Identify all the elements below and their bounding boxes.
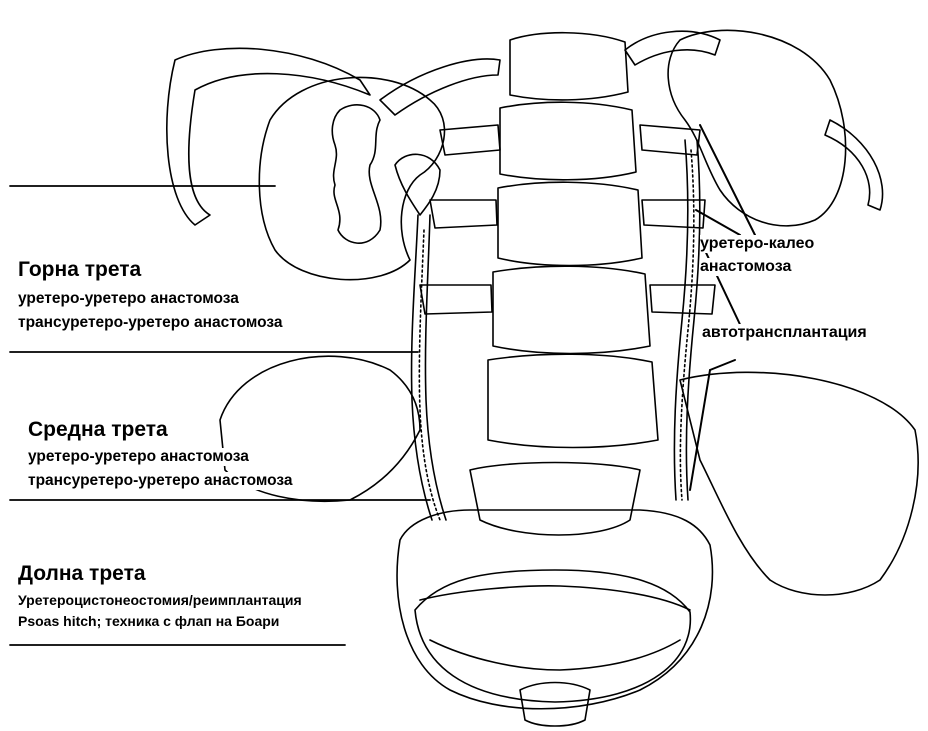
ureterocalyx-label-line-2: анастомоза: [700, 258, 791, 276]
ribs: [167, 31, 883, 225]
sacrum: [470, 463, 640, 727]
middle-third-line-2: трансуретеро-уретеро анастомоза: [28, 472, 293, 490]
upper-third-line-1: уретеро-уретеро анастомоза: [18, 290, 239, 308]
lower-third-heading: Долна трета: [18, 562, 146, 586]
upper-third-heading: Горна трета: [18, 258, 141, 282]
right-kidney: [668, 30, 846, 226]
left-ureter: [412, 215, 446, 520]
autotransplantation-label: автотрансплантация: [702, 324, 867, 342]
ureterocalyx-label-line-1: уретеро-калео: [700, 235, 814, 253]
lower-third-line-1: Уретероцистонеостомия/реимплантация: [18, 592, 302, 608]
middle-third-line-1: уретеро-уретеро анастомоза: [28, 448, 249, 466]
upper-third-line-2: трансуретеро-уретеро анастомоза: [18, 314, 283, 332]
pelvis: [220, 356, 918, 709]
middle-third-heading: Средна трета: [28, 418, 168, 442]
lower-third-line-2: Psoas hitch; техника с флап на Боари: [18, 613, 279, 629]
